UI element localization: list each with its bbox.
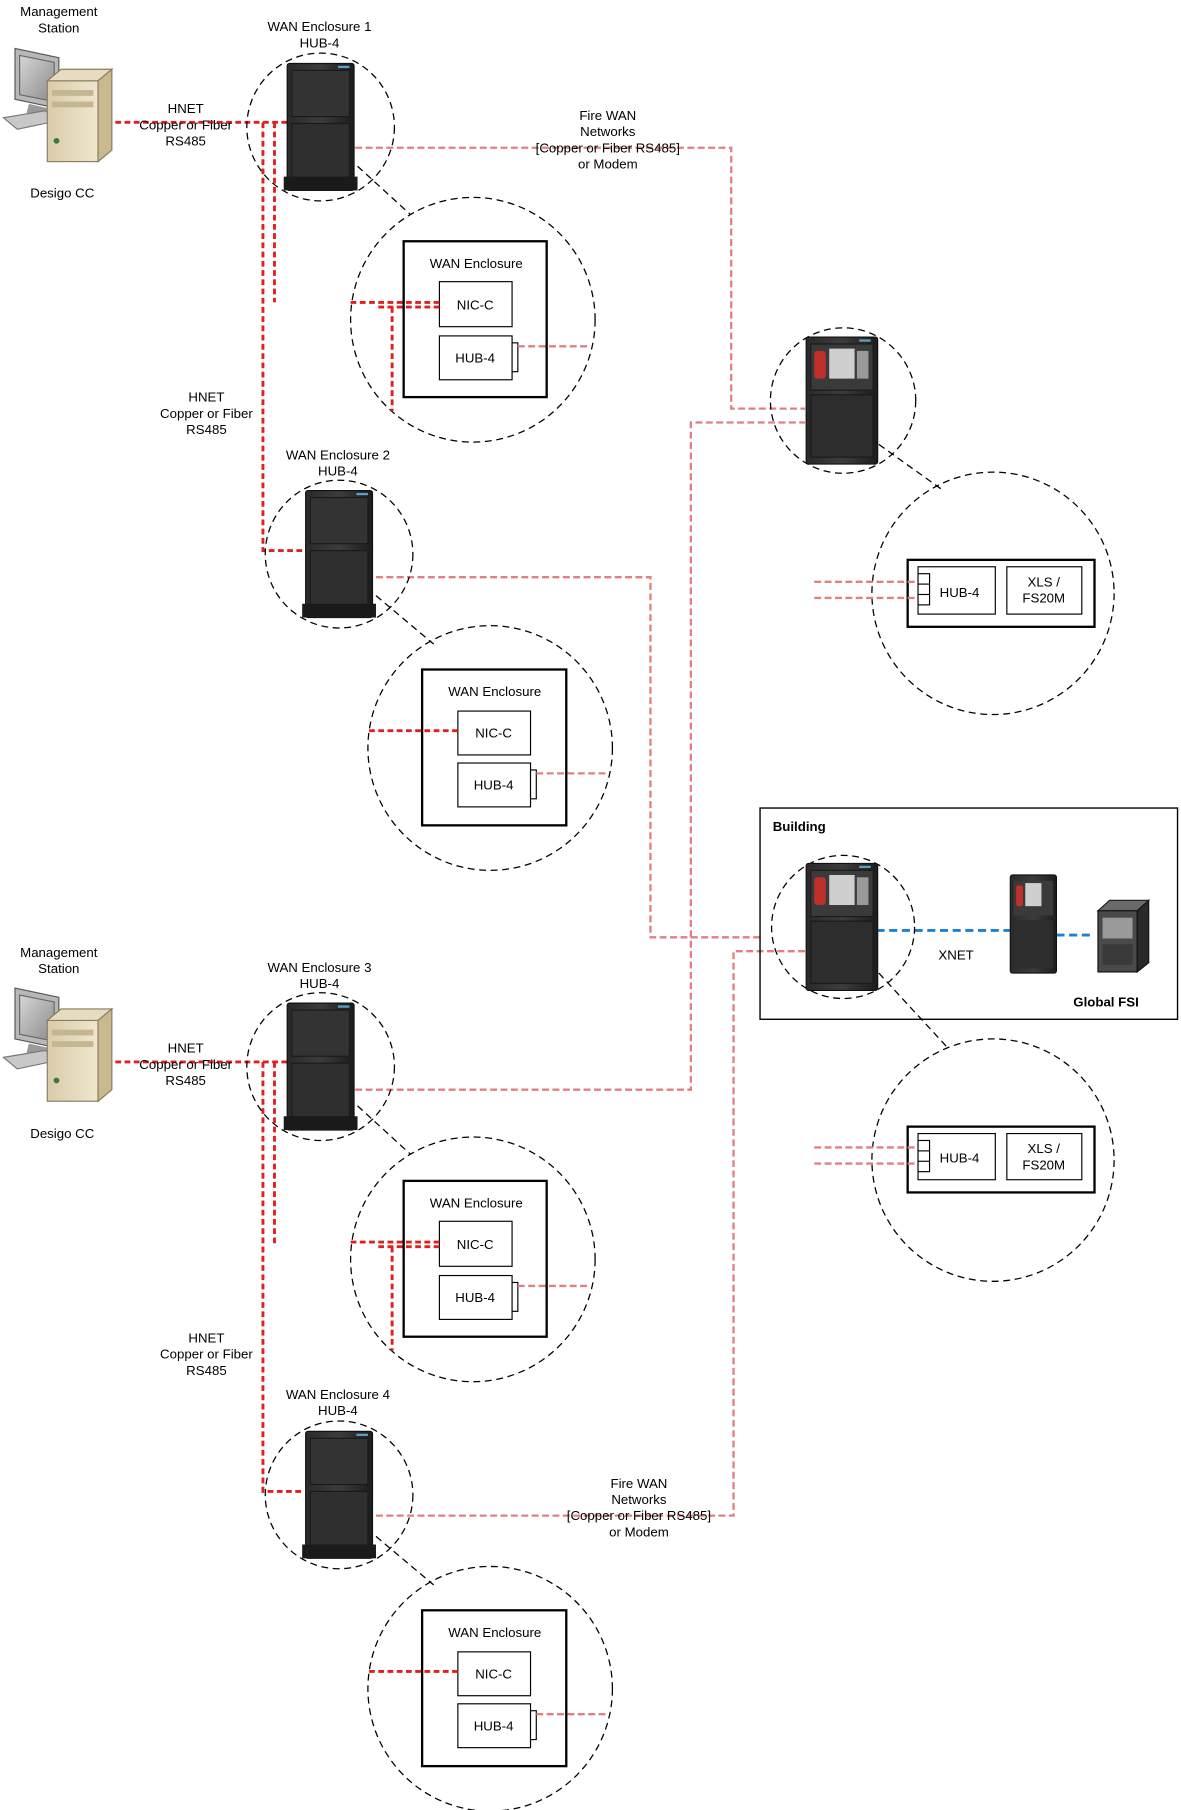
wan-enclosure-detail-2: WAN Enclosure NIC-C HUB-4 — [367, 595, 614, 872]
fire-panel-icon — [805, 336, 879, 465]
detail-title: WAN Enclosure — [430, 1195, 523, 1210]
hub-4-label: HUB-4 — [940, 1150, 980, 1165]
xnet-wiring — [876, 928, 1094, 937]
nic-c-label: NIC-C — [457, 297, 494, 312]
computer-icon — [2, 987, 113, 1102]
detail-title: WAN Enclosure — [430, 256, 523, 271]
building-title: Building — [773, 819, 826, 834]
fire-panel-small — [1009, 874, 1058, 974]
nic-c-label: NIC-C — [475, 726, 512, 741]
fire-wan-wiring — [355, 146, 806, 1517]
hub-4-label: HUB-4 — [940, 585, 980, 600]
hub-4-label: HUB-4 — [455, 1290, 495, 1305]
detail-title: WAN Enclosure — [448, 1625, 541, 1640]
wan-enclosure-detail-4: WAN Enclosure NIC-C HUB-4 — [367, 1535, 614, 1810]
hub-4-label: HUB-4 — [474, 1718, 514, 1733]
building-group: Building XNET Global FSI — [759, 807, 1179, 1020]
computer-icon — [2, 47, 113, 163]
xnet-label: XNET — [938, 947, 973, 962]
global-fsi-label: Global FSI — [1073, 995, 1139, 1010]
hub-4-label: HUB-4 — [455, 350, 495, 365]
fire-panel-icon — [805, 862, 879, 991]
hnet-wiring — [115, 120, 303, 1493]
wan-enclosure-detail-3: WAN Enclosure NIC-C HUB-4 — [349, 1105, 596, 1383]
wan-enclosure-detail-1: WAN Enclosure NIC-C HUB-4 — [349, 165, 596, 443]
nic-c-label: NIC-C — [475, 1666, 512, 1681]
fire-panel-1: HUB-4 XLS /FS20M — [769, 327, 1115, 716]
wan-cabinet-icon — [283, 1002, 359, 1131]
station-name: Desigo CC — [30, 1126, 94, 1141]
xls-fs20m-label: XLS /FS20M — [1022, 574, 1065, 605]
wan-cabinet-icon — [301, 490, 377, 619]
wan-cabinet-icon — [301, 1430, 377, 1559]
nic-c-label: NIC-C — [457, 1237, 494, 1252]
wan-cabinet-icon — [283, 62, 359, 192]
global-fsi-icon — [1096, 899, 1151, 974]
fire-panel-2-detail: HUB-4 XLS /FS20M — [814, 972, 1115, 1282]
hub-4-label: HUB-4 — [474, 778, 514, 793]
station-name: Desigo CC — [30, 185, 94, 200]
detail-title: WAN Enclosure — [448, 684, 541, 699]
xls-fs20m-label: XLS /FS20M — [1022, 1141, 1065, 1172]
